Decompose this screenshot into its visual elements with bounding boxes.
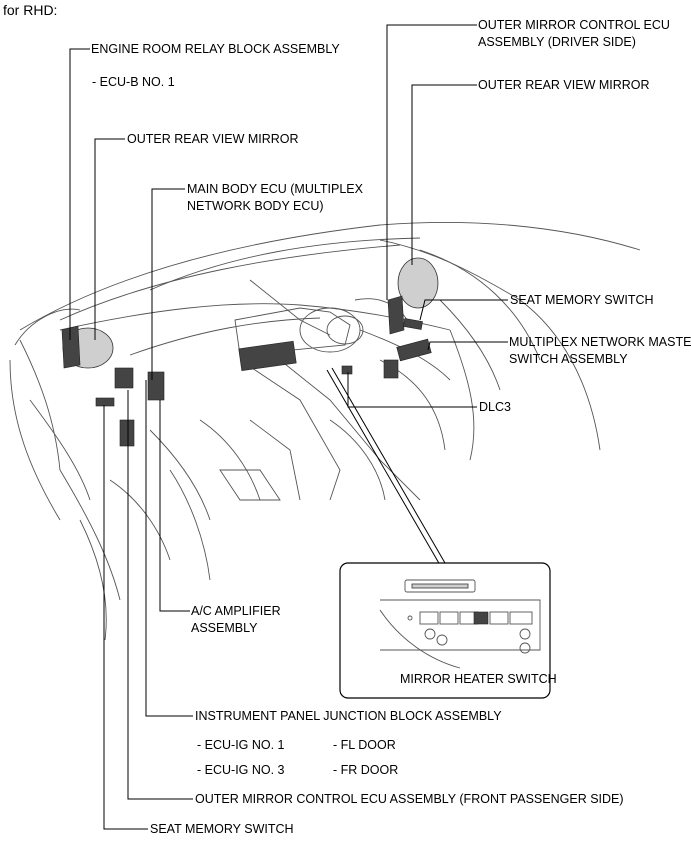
mirror-heater-switch-shape: [473, 611, 489, 625]
leader-lines: [69, 24, 508, 830]
label-ip-sub-ecu-ig-1: - ECU-IG NO. 1: [197, 738, 285, 752]
label-engine-room-relay-block: ENGINE ROOM RELAY BLOCK ASSEMBLY: [91, 42, 340, 56]
label-seat-memory-switch-right: SEAT MEMORY SWITCH: [510, 293, 654, 307]
right-mirror-shape: [397, 257, 439, 309]
label-main-body-ecu-line1: MAIN BODY ECU (MULTIPLEX: [187, 182, 363, 196]
label-mirror-ecu-driver-line1: OUTER MIRROR CONTROL ECU: [478, 18, 670, 32]
page-title: for RHD:: [3, 2, 58, 18]
label-mirror-heater-switch: MIRROR HEATER SWITCH: [400, 672, 557, 686]
label-engine-room-relay-sub: - ECU-B NO. 1: [92, 75, 175, 89]
label-master-switch-line1: MULTIPLEX NETWORK MASTER: [509, 335, 691, 349]
label-seat-memory-switch-bottom: SEAT MEMORY SWITCH: [150, 822, 294, 836]
label-dlc3: DLC3: [479, 400, 511, 414]
label-ip-sub-ecu-ig-3: - ECU-IG NO. 3: [197, 763, 285, 777]
inset-detail: [339, 562, 551, 699]
label-ac-amplifier-line1: A/C AMPLIFIER: [191, 604, 281, 618]
dashboard-illustration: [9, 221, 641, 641]
label-mirror-ecu-driver-line2: ASSEMBLY (DRIVER SIDE): [478, 35, 636, 49]
label-instrument-panel-junction-block: INSTRUMENT PANEL JUNCTION BLOCK ASSEMBLY: [195, 709, 502, 723]
label-master-switch-line2: SWITCH ASSEMBLY: [509, 352, 628, 366]
label-ip-sub-fl-door: - FL DOOR: [333, 738, 396, 752]
label-main-body-ecu-line2: NETWORK BODY ECU): [187, 199, 324, 213]
label-ip-sub-fr-door: - FR DOOR: [333, 763, 399, 777]
label-outer-mirror-right: OUTER REAR VIEW MIRROR: [478, 78, 650, 92]
label-mirror-ecu-passenger: OUTER MIRROR CONTROL ECU ASSEMBLY (FRONT…: [195, 792, 624, 806]
label-outer-mirror-left: OUTER REAR VIEW MIRROR: [127, 132, 299, 146]
label-ac-amplifier-line2: ASSEMBLY: [191, 621, 258, 635]
